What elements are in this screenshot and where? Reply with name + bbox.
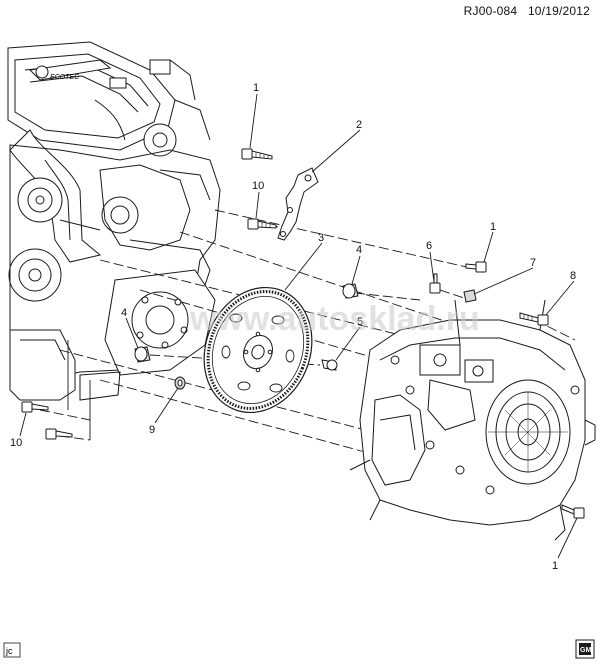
callout-1-bottom: 1 <box>552 560 558 572</box>
bolt-5 <box>321 359 338 371</box>
transmission-assembly <box>349 299 596 541</box>
clip-7 <box>463 289 477 303</box>
dowel-4-upper <box>342 283 359 299</box>
callout-9: 9 <box>149 424 155 436</box>
callout-4-lower: 4 <box>121 307 127 319</box>
callout-labels: 1 2 10 3 4 6 1 7 8 4 5 9 10 1 <box>10 82 576 572</box>
callout-1-top: 1 <box>253 82 259 94</box>
footer-code-box: jc <box>3 642 21 658</box>
drawing-header: RJ00-084 10/19/2012 <box>464 4 590 18</box>
callout-3: 3 <box>318 232 324 244</box>
fasteners <box>21 148 585 519</box>
bolt-9 <box>174 376 186 390</box>
bolt-1-lower <box>561 504 585 519</box>
drawing-date: 10/19/2012 <box>527 4 590 18</box>
footer-code-text: jc <box>5 646 13 656</box>
callout-6: 6 <box>426 240 432 252</box>
callout-8: 8 <box>570 270 576 282</box>
callout-10-upper: 10 <box>252 180 264 192</box>
bolt-6 <box>429 273 441 294</box>
callout-7: 7 <box>530 257 536 269</box>
bolt-1-right <box>465 261 487 273</box>
watermark-text: www.autosklad.ru <box>189 300 480 338</box>
callout-leaders <box>19 93 578 559</box>
engine-assembly <box>7 41 221 401</box>
bolt-10-upper <box>247 218 277 230</box>
bracket-leader-lines <box>67 340 91 440</box>
callout-5: 5 <box>357 316 363 328</box>
dowel-4-lower <box>134 346 151 363</box>
gm-logo-text: GM <box>580 647 591 654</box>
bolt-8 <box>519 312 549 326</box>
bolt-1-upper <box>241 148 273 160</box>
callout-1-right: 1 <box>490 221 496 233</box>
engine-logo-text: ECOTEC <box>50 74 80 81</box>
callout-10-lower: 10 <box>10 437 22 449</box>
flywheel-part <box>203 286 313 414</box>
drawing-code: RJ00-084 <box>463 4 518 18</box>
bolt-10-lower <box>21 401 73 440</box>
callout-4-upper: 4 <box>356 244 362 256</box>
gm-logo: GM <box>575 639 595 659</box>
callout-2: 2 <box>356 119 362 131</box>
bracket-part <box>277 167 319 241</box>
